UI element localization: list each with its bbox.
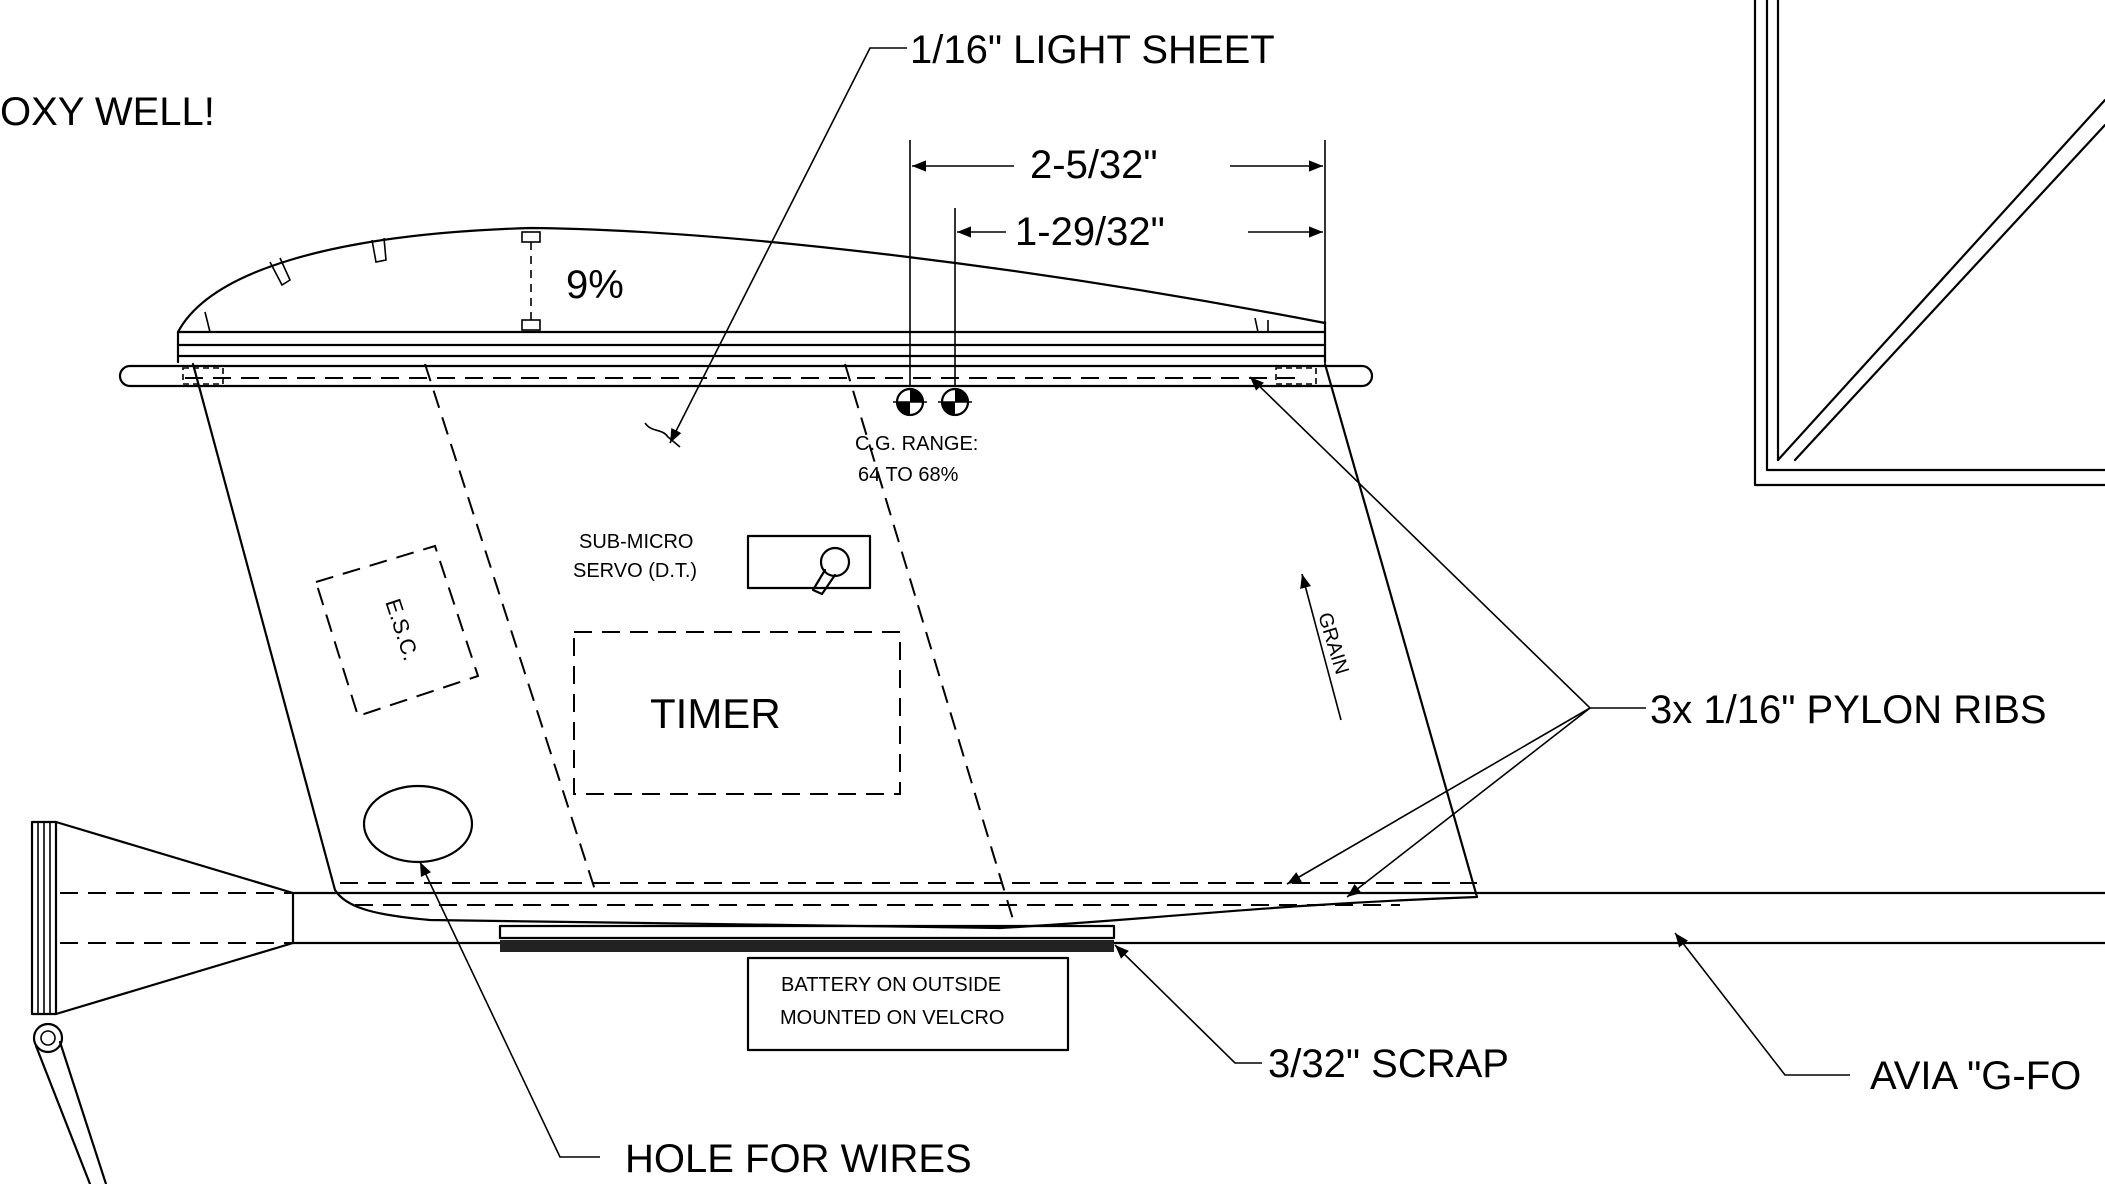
battery-mount	[498, 924, 1116, 1052]
servo-label-line1: SUB-MICRO	[579, 531, 693, 553]
pylon-outline	[191, 362, 1479, 930]
mounting-dowel	[118, 364, 1374, 388]
pylon-ribs-label: 3x 1/16" PYLON RIBS	[1650, 688, 2047, 732]
epoxy-note: OXY WELL!	[0, 90, 215, 134]
wire-hole	[362, 784, 474, 864]
hole-label: HOLE FOR WIRES	[625, 1137, 972, 1181]
battery-label-line1: BATTERY ON OUTSIDE	[781, 974, 1001, 996]
thickness-label: 9%	[566, 263, 624, 307]
grain-arrow	[1300, 573, 1342, 721]
esc-label: E.S.C.	[380, 596, 423, 664]
boom-label: AVIA "G-FO	[1870, 1054, 2081, 1098]
grain-label: GRAIN	[1313, 610, 1353, 677]
light-sheet-label: 1/16" LIGHT SHEET	[910, 28, 1275, 72]
fuselage-frame	[1753, 0, 2105, 487]
servo-label-line2: SERVO (D.T.)	[573, 560, 697, 582]
esc-box	[314, 544, 480, 718]
cg-label-line2: 64 TO 68%	[858, 464, 959, 486]
fuselage-boom	[60, 891, 2105, 945]
battery-label-line2: MOUNTED ON VELCRO	[780, 1007, 1004, 1029]
dim-outer-label: 2-5/32"	[1030, 143, 1158, 187]
nose-cone	[30, 820, 295, 1184]
dim-inner-label: 1-29/32"	[1015, 210, 1165, 254]
wing-airfoil	[176, 226, 1327, 364]
leader-lines	[419, 47, 1850, 1158]
dimension-lines	[909, 140, 1326, 385]
timer-label: TIMER	[650, 690, 781, 737]
timer-box	[573, 631, 901, 795]
cg-markers	[893, 387, 972, 417]
servo	[746, 534, 872, 596]
scrap-label: 3/32" SCRAP	[1268, 1042, 1509, 1086]
cg-label-line1: C.G. RANGE:	[855, 433, 978, 455]
